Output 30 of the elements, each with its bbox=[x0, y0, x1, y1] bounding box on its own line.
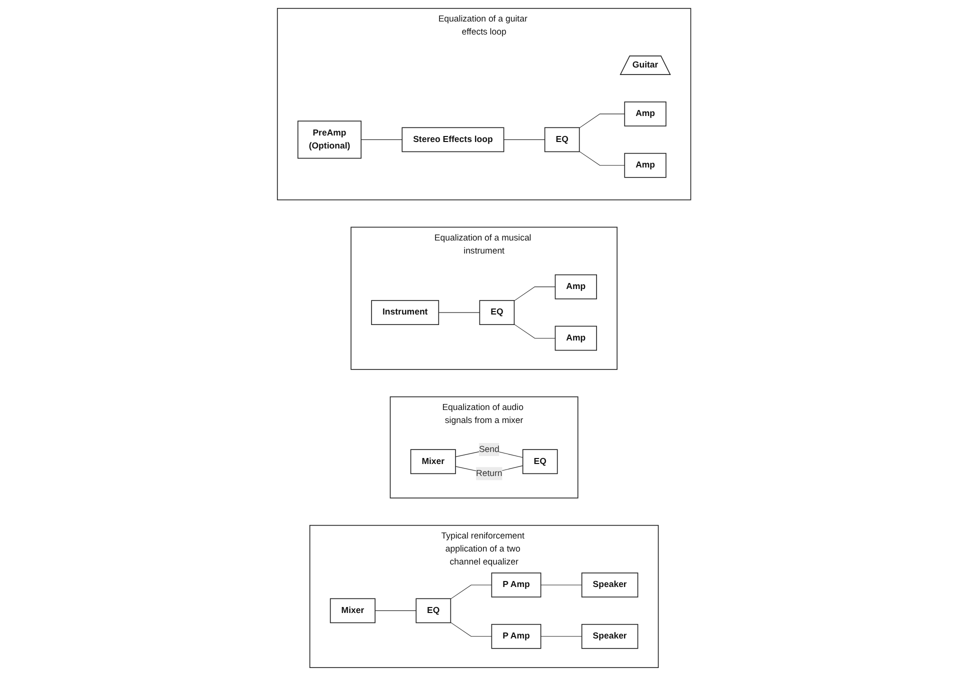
node-box bbox=[554, 325, 597, 350]
cluster bbox=[309, 524, 659, 668]
connector bbox=[579, 113, 625, 128]
connector bbox=[579, 150, 625, 166]
connector bbox=[540, 584, 582, 585]
node-box bbox=[402, 126, 504, 152]
node-box bbox=[624, 152, 666, 178]
connector bbox=[514, 286, 556, 301]
node-box bbox=[371, 300, 439, 324]
connector bbox=[514, 324, 556, 338]
node-box bbox=[544, 126, 580, 152]
node-box bbox=[581, 572, 638, 597]
cluster bbox=[390, 396, 578, 498]
connector bbox=[360, 138, 402, 140]
node-box bbox=[410, 448, 456, 474]
node-box bbox=[330, 598, 376, 623]
node-box bbox=[522, 448, 558, 474]
connector bbox=[450, 622, 492, 636]
node-box bbox=[624, 101, 666, 126]
connector bbox=[503, 138, 546, 140]
cluster bbox=[350, 226, 618, 370]
node-box bbox=[581, 623, 638, 648]
node-box bbox=[416, 598, 451, 623]
node-box bbox=[491, 572, 542, 597]
node-box bbox=[554, 274, 597, 299]
node-box bbox=[297, 120, 362, 158]
node-box bbox=[491, 623, 542, 648]
connector bbox=[450, 584, 492, 599]
node-box bbox=[479, 300, 515, 324]
cluster bbox=[276, 7, 692, 200]
